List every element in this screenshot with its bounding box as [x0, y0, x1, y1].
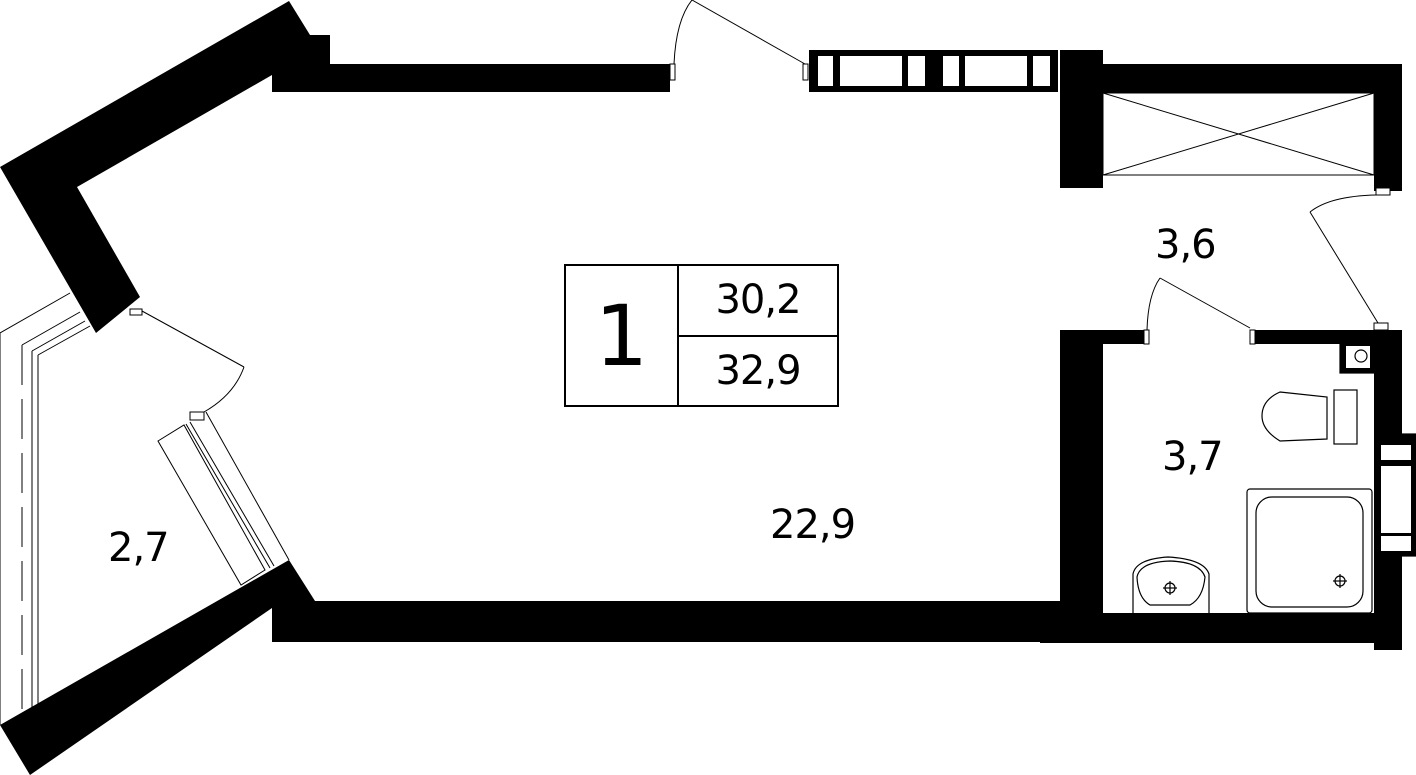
- living-area: 30,2: [715, 277, 801, 324]
- room-area-bathroom: 3,7: [1162, 434, 1224, 480]
- wall-shaft-top: [1060, 64, 1402, 93]
- wall-lower-left: [0, 560, 1060, 775]
- wall-bathroom-top-left: [1060, 330, 1144, 344]
- wall-upper-left: [0, 1, 330, 333]
- room-area-hallway: 3,6: [1155, 222, 1217, 268]
- ventilation-shaft: [1102, 92, 1375, 176]
- wall-bathroom-bottom: [1040, 613, 1402, 643]
- room-area-main: 22,9: [770, 502, 856, 548]
- wall-bathroom-left: [1060, 330, 1103, 642]
- wall-top-left: [272, 64, 670, 92]
- shower-tray-icon: [1246, 488, 1373, 614]
- balcony-glazing: [0, 292, 290, 725]
- wall-shaft-right: [1374, 64, 1402, 191]
- doors: [129, 0, 1391, 421]
- sink-icon: [1132, 556, 1210, 613]
- room-area-balcony: 2,7: [108, 525, 170, 571]
- area-totals: 30,2 32,9: [679, 266, 837, 405]
- door-bathroom: [1143, 277, 1256, 345]
- wall-bathroom-top-right: [1254, 330, 1402, 344]
- rooms-count: 1: [566, 266, 679, 405]
- bathroom-window: [1377, 433, 1416, 557]
- riser: [1339, 342, 1375, 374]
- door-hallway: [1309, 187, 1391, 331]
- bathroom-fixtures: [1132, 342, 1416, 614]
- apartment-summary: 1 30,2 32,9: [564, 264, 839, 407]
- toilet-icon: [1261, 389, 1358, 445]
- total-area: 32,9: [679, 334, 837, 406]
- door-top: [669, 0, 809, 81]
- wall-shaft-left: [1060, 50, 1103, 188]
- top-window: [809, 50, 1058, 92]
- door-balcony: [129, 308, 245, 421]
